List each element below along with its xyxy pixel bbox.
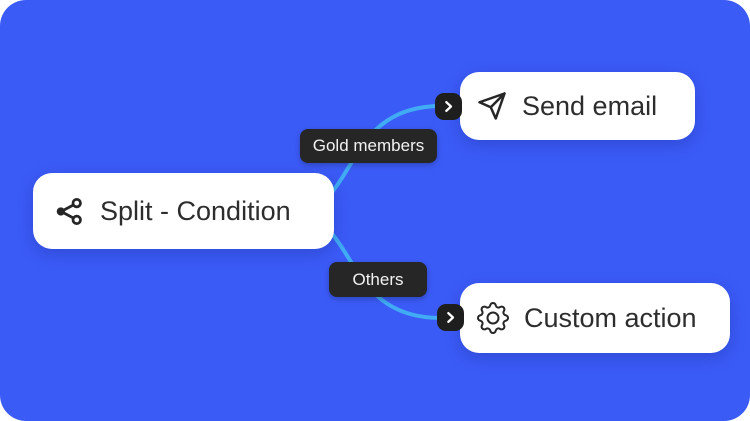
split-icon <box>54 196 85 227</box>
edge-label-gold-members[interactable]: Gold members <box>300 129 437 163</box>
node-send-email[interactable]: Send email <box>460 72 695 140</box>
node-label: Send email <box>522 90 658 121</box>
edge-label-others[interactable]: Others <box>329 262 427 297</box>
entry-badge-custom-action[interactable] <box>437 304 464 331</box>
gear-icon <box>477 302 509 334</box>
node-custom-action[interactable]: Custom action <box>460 283 730 353</box>
chevron-right-icon <box>443 310 458 325</box>
chevron-right-icon <box>441 99 456 114</box>
edge-label-text: Others <box>352 269 404 289</box>
node-label: Split - Condition <box>100 195 291 226</box>
entry-badge-send-email[interactable] <box>435 93 462 120</box>
edge-label-text: Gold members <box>312 136 425 155</box>
node-label: Custom action <box>524 302 697 333</box>
node-split-condition[interactable]: Split - Condition <box>33 173 334 249</box>
send-icon <box>477 91 507 121</box>
